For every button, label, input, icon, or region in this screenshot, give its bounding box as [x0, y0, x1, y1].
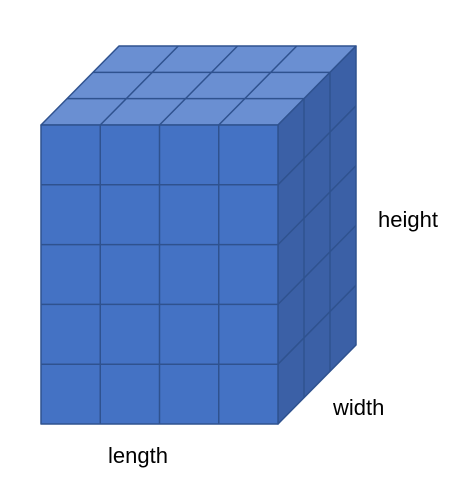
cube-grid-lines — [41, 45, 357, 424]
side-grid-line — [277, 284, 357, 365]
side-grid-line — [277, 105, 357, 186]
side-grid-line — [277, 165, 357, 246]
top-grid-line — [99, 45, 179, 126]
width-label: width — [333, 395, 385, 420]
height-label: height — [378, 207, 438, 232]
top-grid-line — [218, 45, 298, 126]
side-grid-line — [277, 224, 357, 305]
cube — [40, 45, 357, 425]
top-grid-line — [158, 45, 239, 126]
length-label: length — [108, 443, 168, 468]
